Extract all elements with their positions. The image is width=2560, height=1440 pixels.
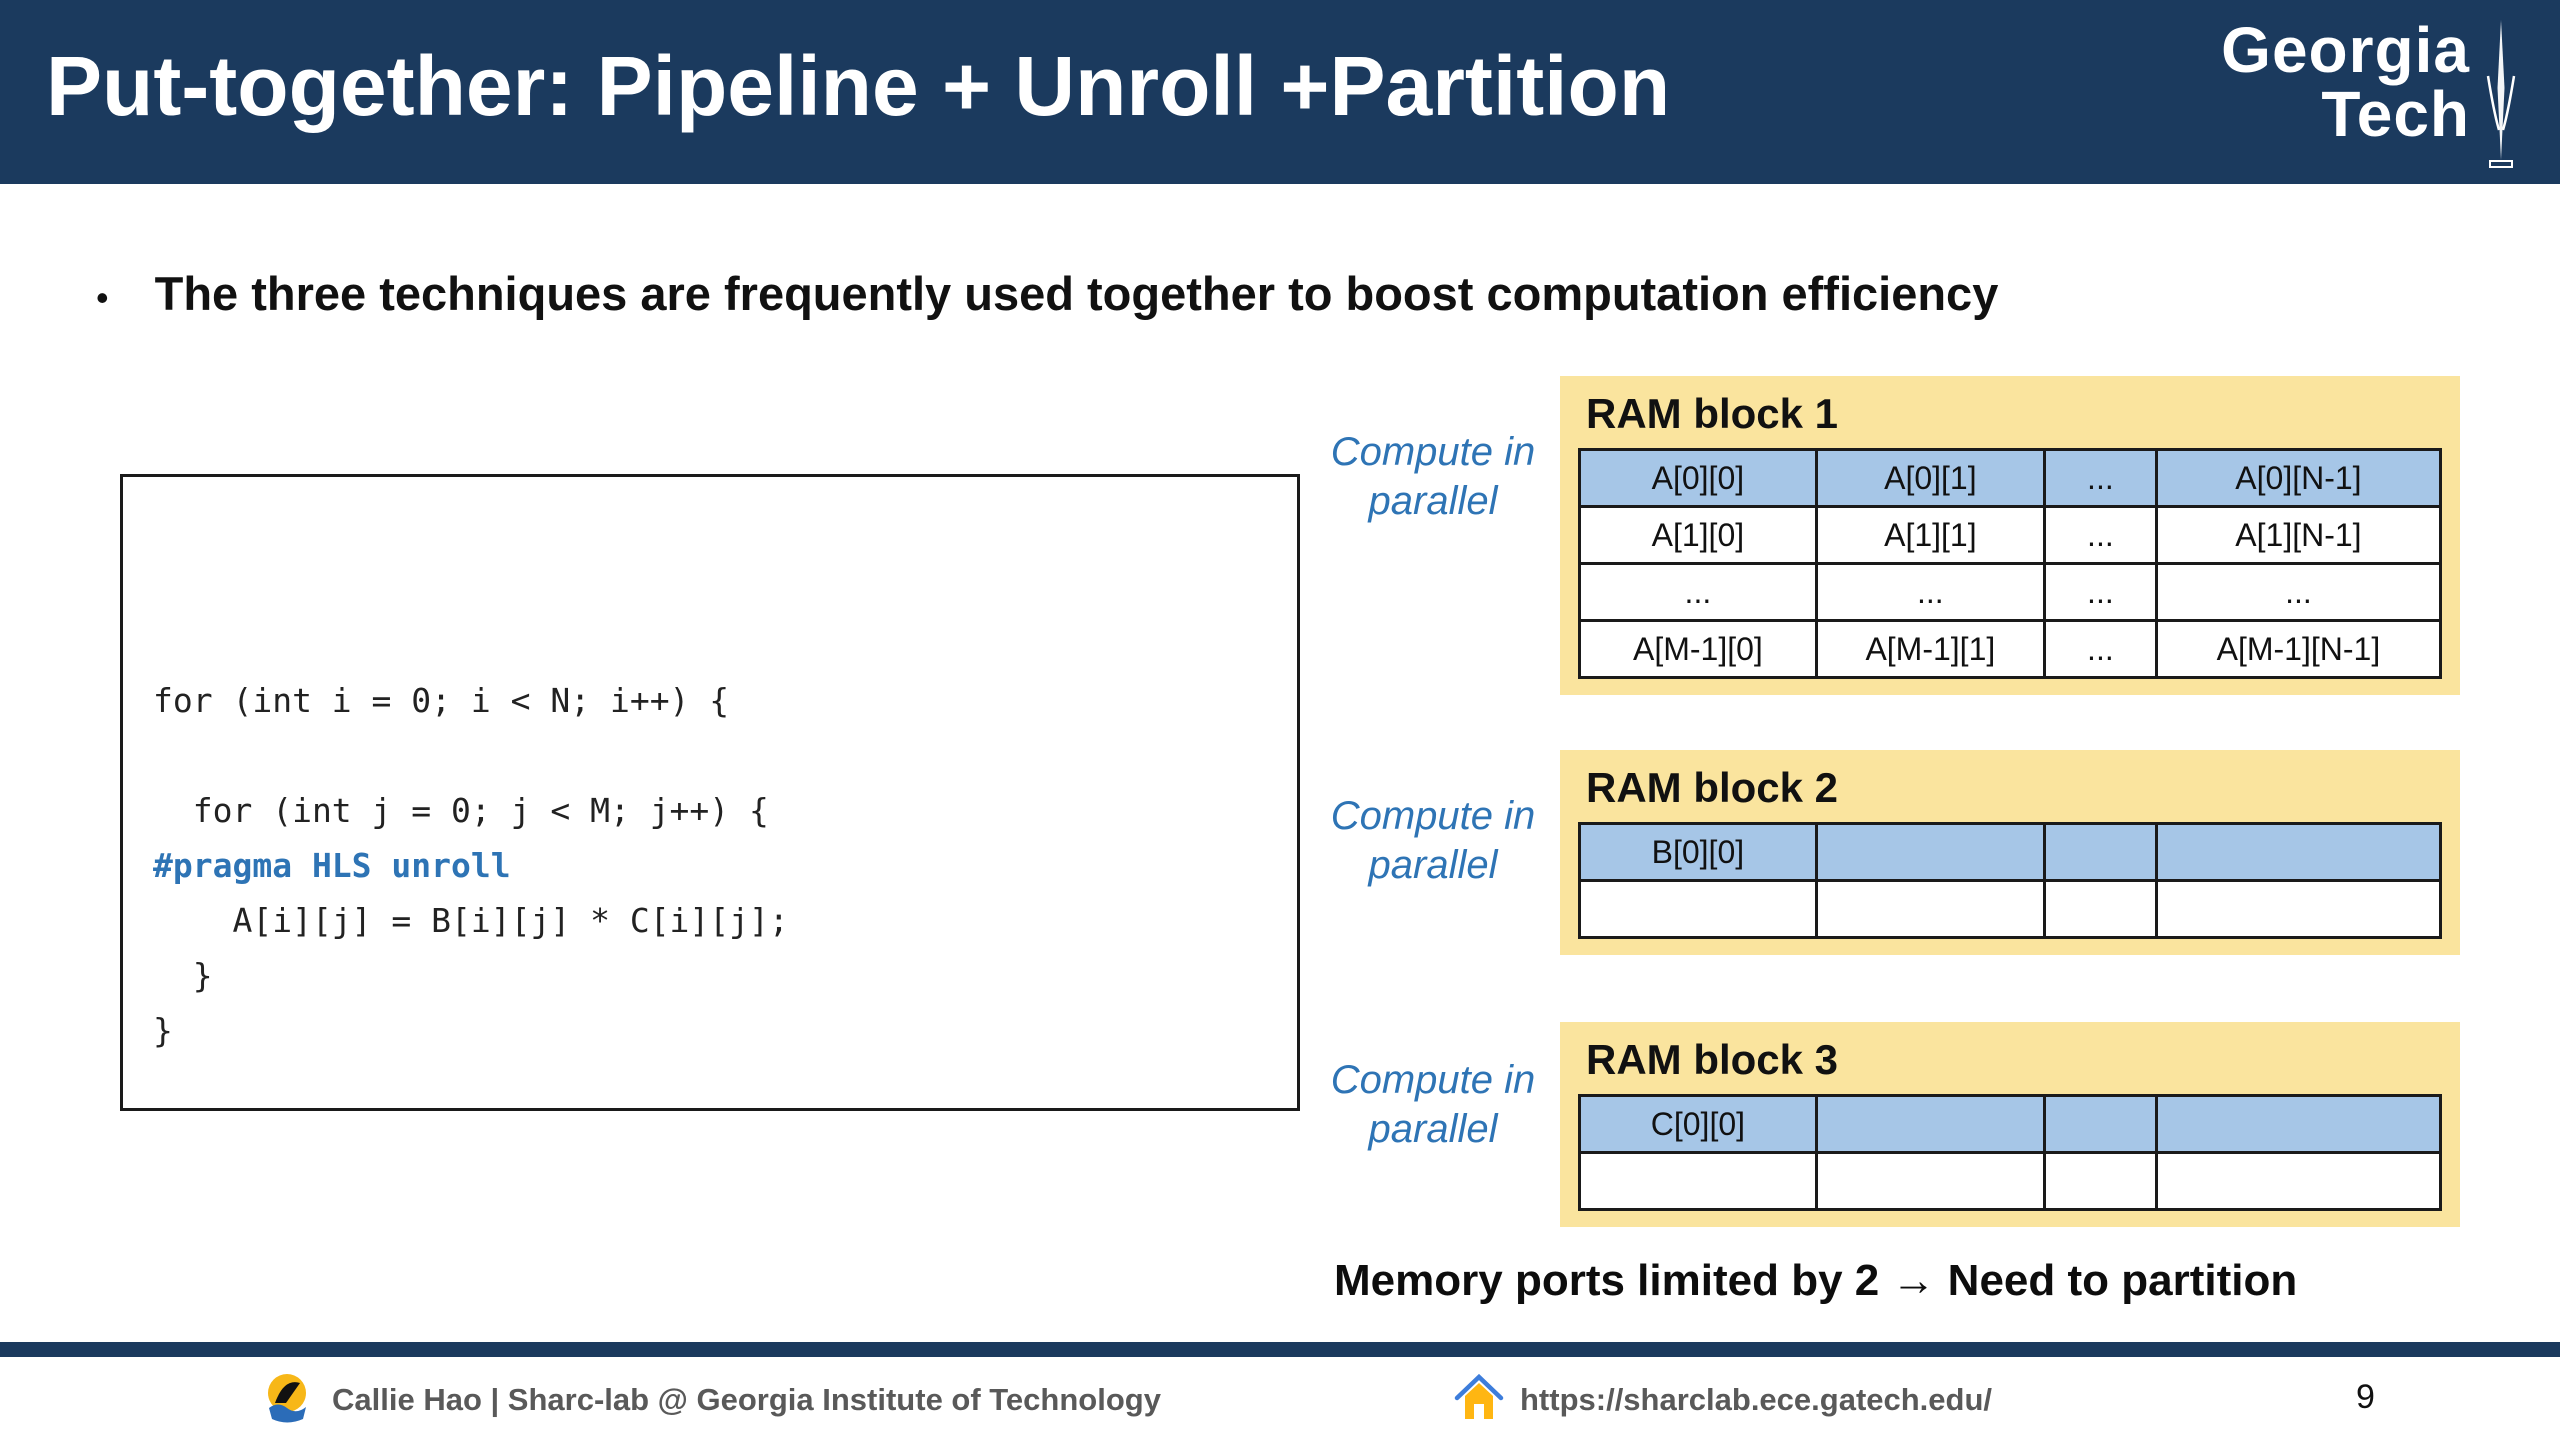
- table-cell: A[0][N-1]: [2154, 448, 2443, 508]
- table-cell: [1814, 1094, 2046, 1154]
- table-cell: [2042, 879, 2158, 939]
- home-icon: [1454, 1374, 1504, 1419]
- bullet-row: • The three techniques are frequently us…: [96, 266, 2476, 321]
- table-cell: A[M-1][0]: [1578, 619, 1818, 679]
- table-row: [1578, 1151, 2443, 1211]
- table-cell: [1814, 879, 2046, 939]
- table-cell: [2154, 879, 2443, 939]
- page-number: 9: [2356, 1378, 2375, 1416]
- table-row: A[0][0] A[0][1] ... A[0][N-1]: [1578, 448, 2443, 508]
- table-cell: A[M-1][N-1]: [2154, 619, 2443, 679]
- ram-block-1-title: RAM block 1: [1586, 390, 1839, 437]
- table-cell: [1814, 1151, 2046, 1211]
- table-cell: ...: [1578, 562, 1818, 622]
- code-line: for (int j = 0; j < M; j++) {: [153, 791, 769, 830]
- code-line-pragma: #pragma HLS unroll: [153, 846, 511, 885]
- memory-note: Memory ports limited by 2 → Need to part…: [1334, 1256, 2298, 1305]
- table-cell: ...: [2042, 448, 2158, 508]
- table-cell: [2154, 1151, 2443, 1211]
- table-row: B[0][0]: [1578, 822, 2443, 882]
- table-row: [1578, 879, 2443, 939]
- code-line: }: [153, 1011, 173, 1050]
- table-cell: A[1][0]: [1578, 505, 1818, 565]
- table-cell: ...: [2154, 562, 2443, 622]
- table-cell: C[0][0]: [1578, 1094, 1818, 1154]
- table-cell: [1578, 1151, 1818, 1211]
- bullet-marker: •: [96, 277, 109, 318]
- table-cell: [2042, 1094, 2158, 1154]
- table-cell: [2042, 1151, 2158, 1211]
- ram-block-2-table: B[0][0]: [1578, 822, 2443, 939]
- gt-logo-line1: Georgia: [2221, 14, 2470, 86]
- table-cell: A[0][1]: [1814, 448, 2046, 508]
- table-cell: A[1][1]: [1814, 505, 2046, 565]
- tech-tower-icon: [2486, 20, 2516, 168]
- table-cell: ...: [2042, 562, 2158, 622]
- author-text: Callie Hao | Sharc-lab @ Georgia Institu…: [332, 1382, 1161, 1417]
- table-row: ... ... ... ...: [1578, 562, 2443, 622]
- table-cell: ...: [1814, 562, 2046, 622]
- ram-block-1-panel: RAM block 1 A[0][0] A[0][1] ... A[0][N-1…: [1560, 376, 2460, 695]
- ram-block-2-title: RAM block 2: [1586, 764, 1839, 811]
- compute-in-parallel-label-1: Compute in parallel: [1330, 430, 1536, 523]
- table-cell: A[M-1][1]: [1814, 619, 2046, 679]
- compute-in-parallel-label-3: Compute in parallel: [1330, 1058, 1536, 1151]
- bullet-text: The three techniques are frequently used…: [154, 267, 1999, 320]
- ram-block-2-panel: RAM block 2 B[0][0]: [1560, 750, 2460, 955]
- ram-block-3-panel: RAM block 3 C[0][0]: [1560, 1022, 2460, 1227]
- sharc-lab-logo-icon: [268, 1374, 306, 1423]
- ram-block-3-title: RAM block 3: [1586, 1036, 1839, 1083]
- table-row: C[0][0]: [1578, 1094, 2443, 1154]
- table-cell: [1578, 879, 1818, 939]
- footer-divider: [0, 1342, 2560, 1357]
- table-cell: [2154, 1094, 2443, 1154]
- ram-block-1-table: A[0][0] A[0][1] ... A[0][N-1] A[1][0] A[…: [1578, 448, 2443, 679]
- table-cell: [1814, 822, 2046, 882]
- table-cell: ...: [2042, 619, 2158, 679]
- compute-in-parallel-label-2: Compute in parallel: [1330, 794, 1536, 887]
- code-line: A[i][j] = B[i][j] * C[i][j];: [153, 901, 789, 940]
- table-cell: ...: [2042, 505, 2158, 565]
- table-cell: B[0][0]: [1578, 822, 1818, 882]
- georgia-tech-logo: Georgia Tech: [2221, 18, 2520, 170]
- table-cell: A[1][N-1]: [2154, 505, 2443, 565]
- table-row: A[1][0] A[1][1] ... A[1][N-1]: [1578, 505, 2443, 565]
- page-title: Put-together: Pipeline + Unroll +Partiti…: [46, 39, 1671, 133]
- footer: Callie Hao | Sharc-lab @ Georgia Institu…: [0, 1370, 2560, 1434]
- code-block: for (int i = 0; i < N; i++) { for (int j…: [120, 474, 1300, 1111]
- table-row: A[M-1][0] A[M-1][1] ... A[M-1][N-1]: [1578, 619, 2443, 679]
- code-line: [153, 728, 1297, 783]
- code-line: }: [153, 956, 213, 995]
- gt-logo-line2: Tech: [2321, 78, 2470, 150]
- title-bar: Put-together: Pipeline + Unroll +Partiti…: [0, 0, 2560, 184]
- ram-block-3-table: C[0][0]: [1578, 1094, 2443, 1211]
- georgia-tech-wordmark: Georgia Tech: [2221, 18, 2470, 146]
- table-cell: [2154, 822, 2443, 882]
- table-cell: A[0][0]: [1578, 448, 1818, 508]
- site-url: https://sharclab.ece.gatech.edu/: [1520, 1382, 1993, 1417]
- code-line: for (int i = 0; i < N; i++) {: [153, 681, 730, 720]
- table-cell: [2042, 822, 2158, 882]
